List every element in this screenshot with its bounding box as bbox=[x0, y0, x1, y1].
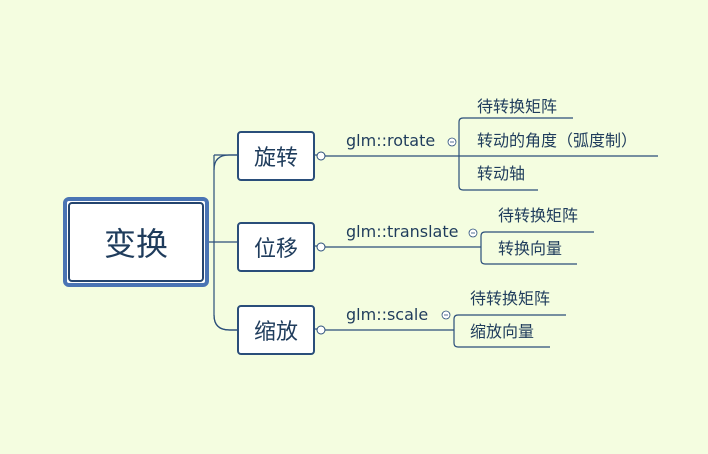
param-leaf[interactable]: 转动轴 bbox=[477, 164, 526, 183]
param-leaf[interactable]: 转换向量 bbox=[498, 239, 563, 258]
root-node-label: 变换 bbox=[103, 225, 168, 263]
branch-node-translate[interactable]: 位移 bbox=[237, 222, 315, 272]
param-leaf[interactable]: 转动的角度（弧度制） bbox=[477, 131, 638, 150]
param-leaf[interactable]: 待转换矩阵 bbox=[498, 206, 579, 225]
expand-toggle-icon[interactable] bbox=[316, 325, 326, 335]
branch-node-rotate[interactable]: 旋转 bbox=[237, 131, 315, 181]
param-leaf[interactable]: 缩放向量 bbox=[470, 322, 535, 341]
function-label-scale[interactable]: glm::scale bbox=[346, 305, 429, 324]
function-label-rotate[interactable]: glm::rotate bbox=[346, 131, 436, 150]
root-connector bbox=[209, 154, 237, 331]
function-label-translate[interactable]: glm::translate bbox=[346, 222, 459, 241]
expand-toggle-icon[interactable] bbox=[316, 151, 326, 161]
branch-node-scale[interactable]: 缩放 bbox=[237, 305, 315, 355]
param-leaf[interactable]: 待转换矩阵 bbox=[470, 289, 551, 308]
expand-toggle-icon[interactable] bbox=[316, 242, 326, 252]
branch-node-label: 缩放 bbox=[253, 320, 298, 345]
param-leaf[interactable]: 待转换矩阵 bbox=[477, 97, 558, 116]
branch-node-label: 位移 bbox=[253, 237, 298, 262]
branch-node-label: 旋转 bbox=[253, 146, 298, 171]
root-node[interactable]: 变换 bbox=[68, 202, 204, 282]
